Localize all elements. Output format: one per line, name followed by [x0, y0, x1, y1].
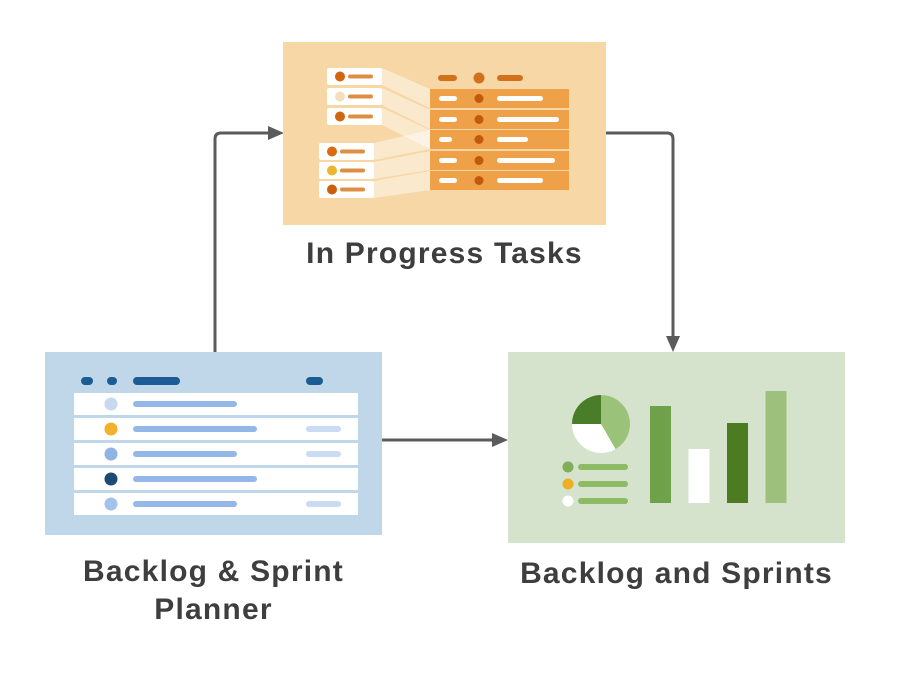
planner-row-line [133, 426, 257, 432]
task-card-line [348, 114, 373, 119]
planner-row-dot [104, 447, 118, 461]
planner-header-dot [107, 377, 117, 385]
planner-row-pill [306, 501, 341, 507]
task-card-line [340, 168, 365, 173]
task-row-long-line [497, 178, 543, 183]
task-row-dot [474, 115, 484, 124]
task-card-line [340, 149, 365, 154]
task-card-dot [327, 184, 337, 195]
task-row-long-line [497, 96, 543, 101]
backlog-sprints-mockup [508, 352, 845, 543]
task-row-long-line [497, 137, 528, 142]
in-progress-mockup [283, 42, 606, 225]
legend-dot [562, 495, 574, 507]
bar [688, 449, 710, 503]
arrowhead-down-icon [666, 336, 680, 352]
task-row-dot [474, 156, 484, 165]
arrowhead-right-icon [268, 126, 284, 140]
backlog-planner-label-line2: Planner [154, 593, 273, 626]
backlog-planner-label: Backlog & Sprint Planner [45, 553, 382, 629]
white-slice [572, 424, 616, 453]
task-row-long-line [497, 117, 559, 122]
dark-green-slice [572, 395, 601, 424]
task-card-line [348, 74, 373, 79]
bar [727, 423, 748, 503]
list-header-dot [473, 72, 485, 84]
task-card-dot [335, 111, 345, 122]
legend-line [578, 464, 628, 470]
planner-row-line [133, 401, 237, 407]
beam [374, 151, 430, 179]
task-row-dot [474, 135, 484, 144]
task-card-line [348, 94, 373, 99]
task-card-dot [327, 165, 337, 176]
in-progress-panel [283, 42, 606, 225]
planner-header-pill [133, 377, 180, 385]
backlog-sprints-panel [508, 352, 845, 543]
bar [650, 406, 671, 503]
task-row-short-line [439, 96, 457, 101]
planner-row-dot [104, 397, 118, 411]
list-header-dash [497, 75, 523, 81]
backlog-planner-mockup [45, 352, 382, 535]
legend-line [578, 498, 628, 504]
light-green-slice [601, 395, 630, 450]
planner-row-line [133, 451, 237, 457]
task-row-short-line [439, 117, 457, 122]
planner-row-line [133, 501, 237, 507]
task-row-dot [474, 176, 484, 185]
arrow-planner-to-inprogress [213, 131, 268, 352]
planner-row-dot [104, 497, 118, 511]
task-row-long-line [497, 158, 555, 163]
list-header-dash [438, 75, 457, 81]
legend-dot [562, 478, 574, 490]
task-row-short-line [439, 178, 457, 183]
task-card-dot [335, 71, 345, 82]
task-card-dot [327, 146, 337, 157]
beam [382, 68, 430, 108]
backlog-planner-panel [45, 352, 382, 535]
task-card-dot [335, 91, 345, 102]
beam [374, 171, 430, 198]
legend-dot [562, 461, 574, 473]
planner-header-pill [306, 377, 323, 385]
task-card-line [340, 187, 365, 192]
in-progress-label: In Progress Tasks [306, 237, 583, 270]
planner-row-dot [104, 472, 118, 486]
planner-header-dot [81, 377, 93, 385]
planner-row-line [133, 476, 257, 482]
planner-row-pill [306, 451, 341, 457]
planner-row-dot [104, 422, 118, 436]
backlog-sprints-label: Backlog and Sprints [520, 557, 833, 590]
backlog-planner-label-line1: Backlog & Sprint [83, 555, 344, 588]
task-row-dot [474, 94, 484, 103]
legend-line [578, 481, 628, 487]
task-row-short-line [439, 158, 457, 163]
planner-row-pill [306, 426, 341, 432]
beam [382, 108, 430, 149]
sprints-panel-bg [508, 352, 845, 543]
arrowhead-right-icon [492, 433, 508, 447]
task-row-short-line [439, 137, 452, 142]
beam [382, 88, 430, 129]
beam [374, 130, 430, 160]
bar [765, 391, 787, 503]
arrow-inprogress-to-sprints [606, 131, 675, 336]
